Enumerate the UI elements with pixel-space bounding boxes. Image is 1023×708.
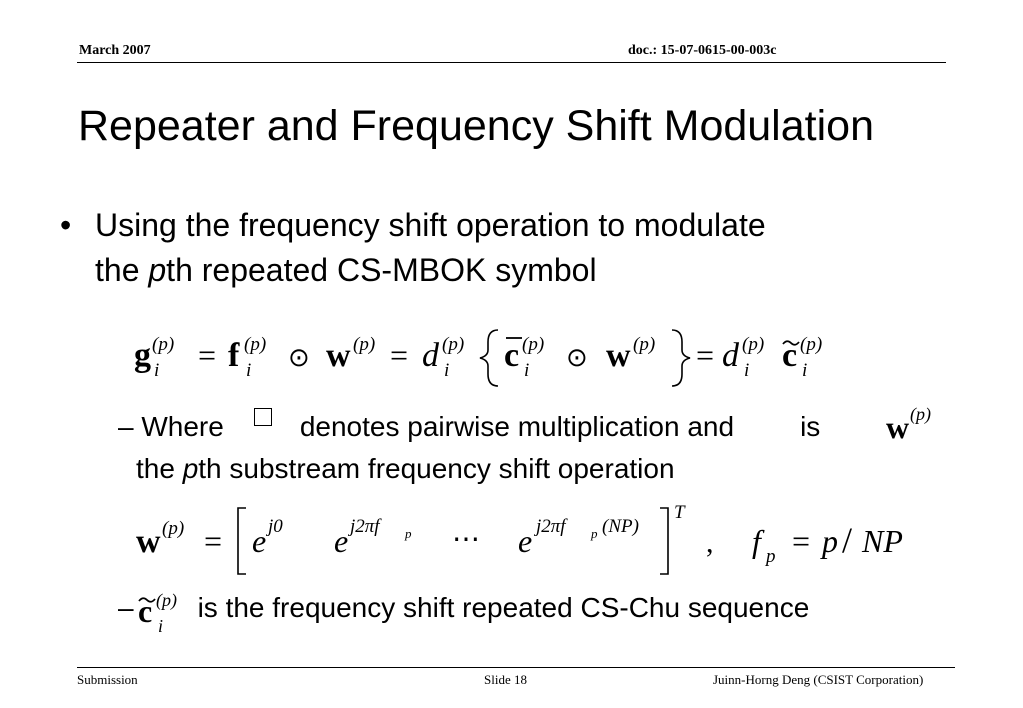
footer-slide-number: Slide 18 xyxy=(484,672,527,687)
sub-bullet-1-line2: the pth substream frequency shift operat… xyxy=(136,451,675,487)
eq1-d-sub: i xyxy=(444,360,449,381)
inline-c-sub: i xyxy=(158,616,163,636)
eq2-e3-exp: j2πf xyxy=(533,516,568,537)
eq2-e1: e xyxy=(252,523,266,559)
eq1-c-sup: (p) xyxy=(522,334,544,355)
inline-w-p-symbol: w (p) xyxy=(886,404,931,445)
eq1-c-tilde: c xyxy=(782,337,797,374)
eq1-op-1: ⊙ xyxy=(288,343,310,372)
eq2-dots: ⋯ xyxy=(452,524,480,555)
eq2-fp-f: f xyxy=(752,523,765,559)
inline-c-tilde-symbol: c (p) i xyxy=(138,590,177,636)
equation-g-modulation: g (p) i = f (p) i ⊙ w (p) = d (p) i c (p… xyxy=(134,329,822,387)
header-date: March 2007 xyxy=(79,43,151,58)
footer-submission: Submission xyxy=(77,672,138,687)
sub2-dash: – xyxy=(118,592,134,623)
sub1-is: is xyxy=(800,411,821,442)
eq2-e2-exp: j2πf xyxy=(347,516,382,537)
bullet-text-line2: the pth repeated CS-MBOK symbol xyxy=(95,248,597,293)
eq1-f-sup: (p) xyxy=(244,334,266,355)
eq1-g-sup: (p) xyxy=(152,334,174,355)
eq1-c-sub: i xyxy=(524,360,529,381)
inline-w: w xyxy=(886,409,909,445)
pairwise-mult-symbol-icon xyxy=(253,408,272,426)
eq1-d2-sub: i xyxy=(744,360,749,381)
eq1-w2-sup: (p) xyxy=(633,334,655,355)
sub1-line2-post: th substream frequency shift operation xyxy=(198,453,675,484)
eq1-eq-3: = xyxy=(696,337,714,373)
eq2-comma: , xyxy=(706,526,714,559)
bullet-line2-pre: the xyxy=(95,252,149,288)
eq1-f: f xyxy=(228,337,240,374)
sub1-line2-pre: the xyxy=(136,453,183,484)
slide-title: Repeater and Frequency Shift Modulation xyxy=(78,102,874,150)
eq2-left-bracket xyxy=(237,507,246,575)
header-doc-id: doc.: 15-07-0615-00-003c xyxy=(628,43,777,58)
footer-author: Juinn-Horng Deng (CSIST Corporation) xyxy=(713,672,924,687)
eq2-transpose: T xyxy=(674,502,686,523)
eq1-d2-sup: (p) xyxy=(742,334,764,355)
bullet-line2-italic-p: p xyxy=(148,252,167,288)
eq1-right-brace xyxy=(671,329,691,387)
eq2-eq: = xyxy=(204,523,222,559)
eq1-c-bar: c xyxy=(504,337,519,374)
sub-bullet-2: – is the frequency shift repeated CS-Chu … xyxy=(118,590,809,626)
eq2-e2-sub-p: p xyxy=(404,526,412,541)
eq1-w: w xyxy=(326,337,351,374)
inline-c-sup: (p) xyxy=(156,590,177,611)
eq2-e3: e xyxy=(518,523,532,559)
eq2-w-sup: (p) xyxy=(162,518,184,539)
eq1-d-2: d xyxy=(722,337,740,374)
eq1-left-brace xyxy=(479,329,499,387)
eq1-f-sub: i xyxy=(246,360,251,381)
eq2-np: NP xyxy=(861,523,903,559)
sub2-text: is the frequency shift repeated CS-Chu s… xyxy=(197,592,810,623)
eq2-fp-eq: = xyxy=(792,523,810,559)
eq2-fp-sub: p xyxy=(764,546,776,567)
eq2-rhs-p: p xyxy=(820,523,838,559)
eq2-right-bracket xyxy=(660,507,669,575)
eq2-e2: e xyxy=(334,523,348,559)
sub1-line2-italic-p: p xyxy=(182,453,199,484)
bullet-line2-post: th repeated CS-MBOK symbol xyxy=(166,252,597,288)
sub1-rest: denotes pairwise multiplication and xyxy=(299,411,735,442)
eq1-g-sub: i xyxy=(154,360,159,381)
eq1-w-sup: (p) xyxy=(353,334,375,355)
sub-bullet-1-line1: – Where denotes pairwise multiplication a… xyxy=(118,408,821,445)
eq1-w-2: w xyxy=(606,337,631,374)
equation-w-vector: w (p) = e j0 e j2πf p ⋯ e j2πf p (NP) T … xyxy=(136,502,903,575)
inline-c-tilde xyxy=(138,597,156,603)
eq1-c2-sub: i xyxy=(802,360,807,381)
eq2-e3-sub-p: p xyxy=(590,526,598,541)
eq2-e3-np: (NP) xyxy=(602,516,639,537)
eq1-d: d xyxy=(422,337,440,374)
inline-w-sup: (p) xyxy=(910,404,931,425)
eq1-g: g xyxy=(134,337,151,374)
eq1-op-2: ⊙ xyxy=(566,343,588,372)
footer-rule xyxy=(77,667,955,668)
eq2-slash: / xyxy=(842,520,852,560)
eq2-e1-exp: j0 xyxy=(265,516,283,537)
eq2-w: w xyxy=(136,523,161,560)
header-rule xyxy=(77,62,946,63)
sub1-where: Where xyxy=(141,411,224,442)
eq1-tilde xyxy=(782,340,800,346)
eq1-eq-2: = xyxy=(390,337,408,373)
eq1-eq-1: = xyxy=(198,337,216,373)
bullet-marker: • xyxy=(60,207,72,243)
eq1-d-sup: (p) xyxy=(442,334,464,355)
sub1-dash: – xyxy=(118,411,142,442)
eq1-c2-sup: (p) xyxy=(800,334,822,355)
bullet-text-line1: Using the frequency shift operation to m… xyxy=(95,207,766,243)
